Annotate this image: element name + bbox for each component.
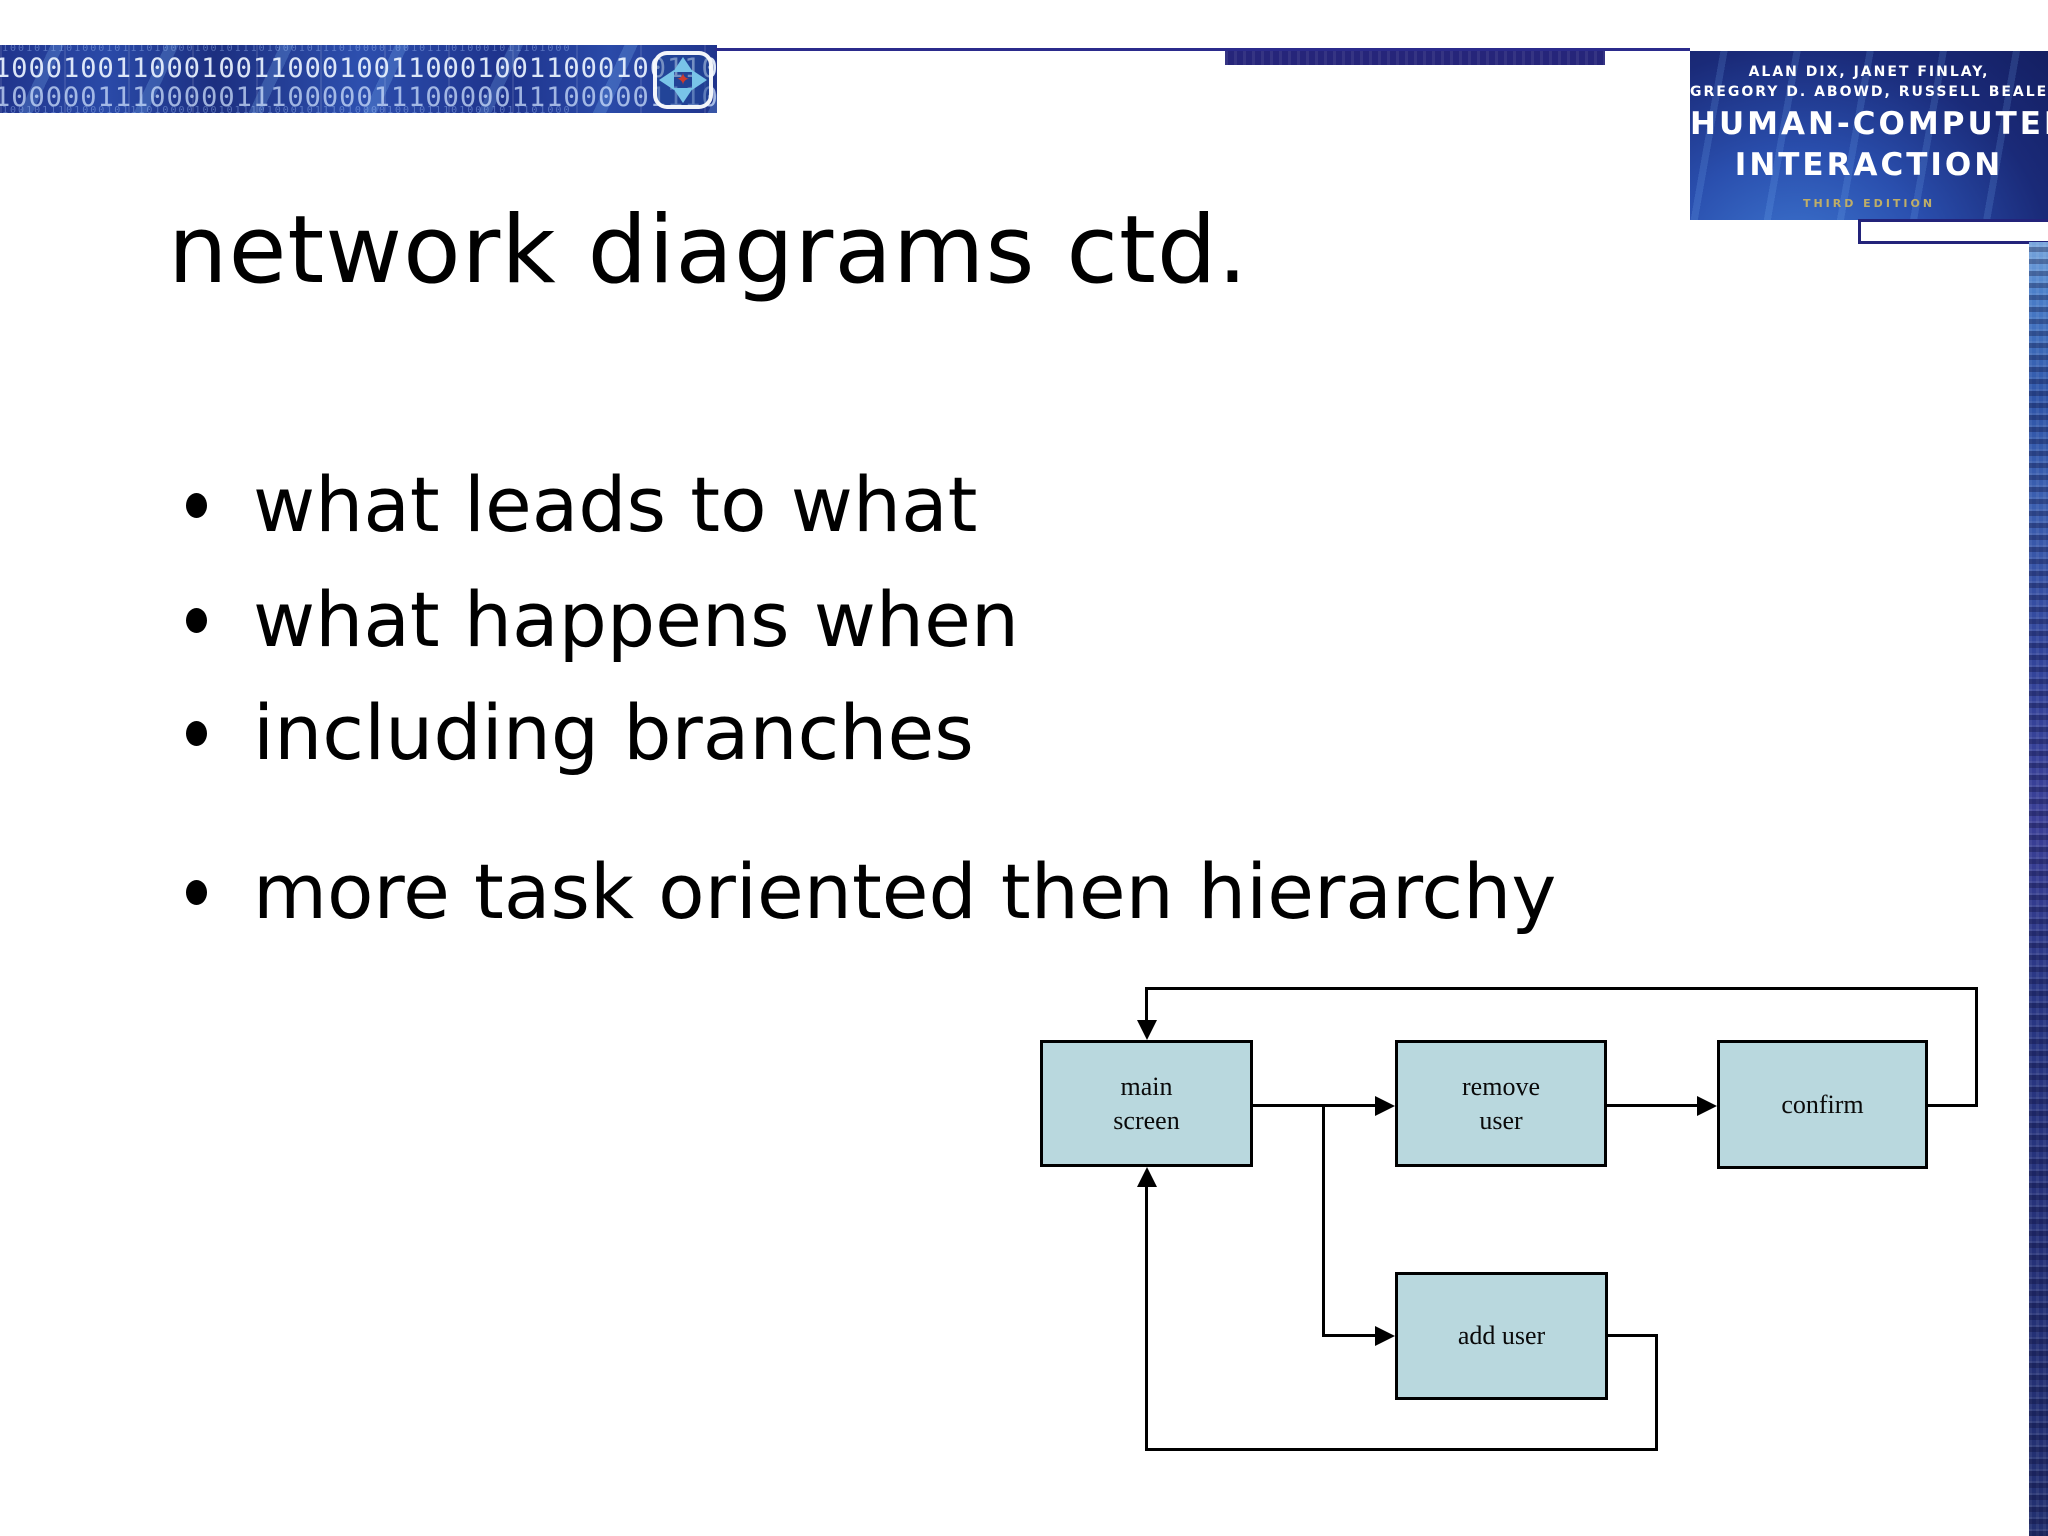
edge-into-main-top — [1145, 987, 1148, 1023]
edge-branch-to-add — [1322, 1334, 1377, 1337]
bullet-text: what happens when — [253, 575, 1020, 664]
node-label-line: add user — [1457, 1321, 1546, 1350]
edge-branch-v — [1322, 1104, 1325, 1337]
right-edge-strip — [2029, 242, 2048, 1536]
bullet-text: more task oriented then hierarchy — [253, 847, 1557, 936]
bullet-dot — [186, 608, 207, 633]
arrowhead-into-main-top — [1137, 1020, 1157, 1040]
arrow-right-icon — [692, 70, 707, 90]
bullet-dot — [186, 493, 207, 518]
bullet-item: including branches — [186, 681, 974, 785]
edge-add-exit-h — [1608, 1334, 1658, 1337]
star-icon: ✦ — [675, 70, 691, 90]
binary-banner: 0100101110100010111010000100101110100010… — [0, 45, 717, 113]
node-label-line: remove — [1462, 1071, 1540, 1101]
arrowhead-into-main-bottom — [1137, 1167, 1157, 1187]
binary-text-row: 1000100110001001100010011000100110001001… — [0, 53, 717, 84]
diagram-node-main-screen: main screen — [1040, 1040, 1253, 1167]
book-title-line2: INTERACTION — [1734, 147, 2004, 183]
node-label-line: main — [1120, 1071, 1173, 1101]
move-arrows-icon[interactable]: ✦ — [653, 51, 713, 109]
edge-confirm-exit — [1928, 1104, 1978, 1107]
binary-text-row: 0100101110100010111010000100101110100010… — [0, 105, 572, 113]
edge-add-exit-v — [1655, 1334, 1658, 1451]
binary-text-row: 1000001110000011100000111000001110000011… — [0, 82, 717, 113]
edge-remove-to-confirm — [1607, 1104, 1699, 1107]
bullet-item: more task oriented then hierarchy — [186, 840, 1556, 944]
node-label-line: screen — [1113, 1105, 1180, 1135]
diagram-node-confirm: confirm — [1717, 1040, 1928, 1169]
book-authors-line2: GREGORY D. ABOWD, RUSSELL BEALE — [1690, 84, 2048, 100]
arrowhead-into-add — [1375, 1326, 1395, 1346]
arrow-left-icon — [659, 70, 674, 90]
bullet-dot — [186, 880, 207, 905]
arrowhead-into-confirm — [1697, 1096, 1717, 1116]
book-authors-line1: ALAN DIX, JANET FINLAY, — [1748, 64, 1990, 80]
bullet-text: including branches — [253, 688, 974, 777]
bullet-item: what leads to what — [186, 453, 977, 557]
arrowhead-into-remove — [1375, 1096, 1395, 1116]
edge-main-to-remove — [1253, 1104, 1377, 1107]
node-label-line: confirm — [1781, 1089, 1864, 1119]
edge-bottom-feedback-h — [1145, 1448, 1658, 1451]
edge-top-feedback-v — [1975, 987, 1978, 1107]
diagram-node-remove-user: remove user — [1395, 1040, 1607, 1167]
diagram-node-add-user: add user — [1395, 1272, 1608, 1400]
binary-text-row: 0100101110100010111010000100101110100010… — [0, 45, 572, 54]
edge-top-feedback-h — [1145, 987, 1978, 990]
cover-footer-box — [1858, 219, 2048, 244]
book-edition: THIRD EDITION — [1802, 197, 1936, 210]
header-navy-bar — [1225, 51, 1605, 65]
page-title: network diagrams ctd. — [168, 196, 1249, 305]
node-label-line: user — [1479, 1105, 1523, 1135]
book-title-line1: HUMAN-COMPUTER — [1690, 106, 2048, 142]
bullet-dot — [186, 721, 207, 746]
bullet-item: what happens when — [186, 568, 1019, 672]
arrow-down-icon — [673, 88, 693, 103]
header-rule — [715, 48, 1690, 51]
arrow-up-icon — [673, 57, 693, 72]
book-cover: ALAN DIX, JANET FINLAY, GREGORY D. ABOWD… — [1690, 51, 2048, 220]
edge-bottom-feedback-v — [1145, 1185, 1148, 1451]
bullet-text: what leads to what — [253, 460, 978, 549]
